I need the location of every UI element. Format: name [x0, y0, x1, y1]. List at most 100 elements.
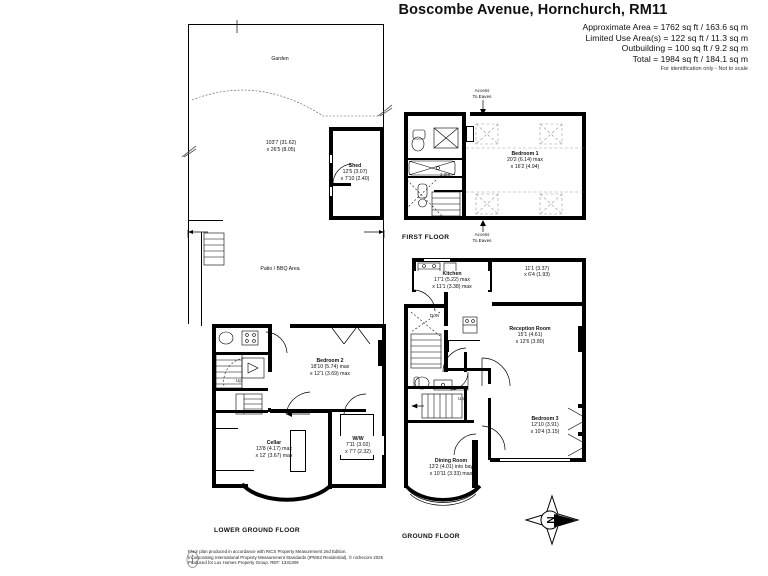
access-top-line1: Access	[474, 88, 490, 93]
lg-door-ww	[343, 393, 367, 415]
bedroom3-label-group: Bedroom 3 12'10 (3.91) x 10'4 (3.15)	[512, 416, 578, 435]
dining-dim-line1: 13'2 (4.01) into bay	[428, 464, 474, 471]
kitchen-dim-line2: x 11'1 (3.38) max	[432, 283, 472, 290]
area-summary: Approximate Area = 1762 sq ft / 163.6 sq…	[398, 22, 748, 64]
cellar-dim-line2: x 12' (3.67) max	[255, 452, 293, 459]
lg-bedroom2-bay-doors	[331, 327, 371, 345]
shed-door-jamb	[333, 183, 351, 186]
garden-dimension-arrows	[187, 230, 385, 238]
lg-bay-window	[240, 482, 334, 502]
access-to-eaves-top: Access To Eaves	[452, 88, 512, 99]
shed-dim-line2: x 7'10 (2.40)	[340, 175, 370, 182]
lg-bathroom-fixtures	[218, 330, 259, 346]
lg-partition-horiz3	[216, 410, 268, 413]
shed-dim-line1: 12'5 (3.07)	[342, 169, 368, 176]
lg-up-label: Up	[236, 378, 242, 383]
gf-wall-left-top	[404, 304, 448, 308]
reception-dim-line2: x 12'6 (3.80)	[515, 338, 545, 345]
gf-bedroom3-bay-doors	[567, 407, 587, 457]
gf-door-dining	[453, 433, 477, 456]
lg-door-bedroom2	[265, 331, 288, 354]
lg-cellar-mark-b	[216, 470, 254, 471]
gf-partition-stairs-right	[464, 386, 467, 422]
gf-partition-bedroom3-left	[488, 398, 491, 460]
lg-wall-right-mid	[382, 386, 386, 412]
bedroom1-label: Bedroom 1	[511, 151, 539, 157]
bedroom3-dim-line2: x 10'4 (3.15)	[530, 428, 560, 435]
gf-wall-kitchen-right	[488, 258, 492, 292]
bedroom1-dim-line2: x 16'2 (4.94)	[510, 163, 540, 170]
gf-counter-line	[448, 340, 480, 341]
area-approximate: Approximate Area = 1762 sq ft / 163.6 sq…	[582, 22, 748, 32]
page-title: Boscombe Avenue, Hornchurch, RM11	[398, 2, 668, 18]
gf-bay-right	[578, 326, 586, 352]
garden-label: Garden	[271, 56, 289, 62]
ff-wall-bottom	[404, 216, 586, 220]
patio-bbq-label: Patio / BBQ Area	[260, 266, 300, 272]
garden-path-arc	[191, 89, 380, 117]
gf-kitchen-window	[424, 258, 450, 262]
area-outbuilding: Outbuilding = 100 sq ft / 9.2 sq m	[621, 43, 748, 54]
bedroom1-label-group: Bedroom 1 20'2 (6.14) max x 16'2 (4.94)	[492, 151, 558, 170]
ff-wall-left	[404, 112, 408, 220]
shed-window-lower	[329, 187, 333, 196]
lg-wall-bottom-right	[330, 484, 386, 488]
garden-dimensions: 103'7 (31.62) x 26'5 (8.05)	[246, 140, 316, 153]
gf-wall-left-upper	[404, 304, 408, 368]
lg-wall-right-lower	[382, 408, 386, 488]
lower-ground-floor-name: LOWER GROUND FLOOR	[214, 527, 300, 534]
garden-wall-right-upper	[383, 24, 384, 127]
lg-wall-left-lower	[212, 420, 216, 488]
lg-partition-horiz	[216, 352, 268, 355]
lg-door-hall	[285, 391, 311, 417]
gf-dining-partition	[472, 440, 478, 488]
gf-counter-edge	[448, 340, 449, 352]
gf-partition-wc	[404, 386, 468, 389]
ff-bath-tub	[408, 160, 456, 176]
shed-label-group: Shed 12'5 (3.07) x 7'10 (2.40)	[326, 163, 384, 182]
lg-partition-ww-top	[332, 409, 366, 412]
gf-door-kitchen	[413, 289, 436, 312]
lg-partition-horiz2	[216, 388, 268, 391]
gf-wc-fixtures	[413, 376, 430, 390]
gf-door-hall	[442, 347, 467, 373]
gf-wall-utility-top	[492, 258, 586, 262]
area-limited-use: Limited Use Area(s) = 122 sq ft / 11.3 s…	[585, 32, 748, 43]
gf-up-label: Up	[458, 396, 464, 401]
garden-wall-bottom-left	[188, 220, 223, 221]
ground-floor-name: GROUND FLOOR	[402, 533, 460, 540]
gf-wall-left-lower	[404, 420, 408, 488]
shed-wall-left-a	[329, 127, 333, 155]
dining-label: Dining Room	[434, 458, 468, 464]
disclaimer-text: For identification only - Not to scale	[660, 66, 748, 72]
access-to-eaves-bottom: Access To Eaves	[452, 232, 512, 243]
gf-door-reception	[481, 357, 511, 387]
access-bottom-line2: To Eaves	[472, 237, 492, 243]
dining-label-group: Dining Room 13'2 (4.01) into bay x 10'11…	[408, 458, 494, 477]
ff-wall-top-right	[470, 112, 586, 116]
reception-label-group: Reception Room 15'1 (4.61) x 12'6 (3.80)	[494, 326, 566, 345]
footer-disclaimer: Floor plan produced in accordance with R…	[188, 549, 608, 566]
shed-wall-right	[380, 127, 384, 220]
lg-cellar-mark-a	[216, 428, 238, 429]
ff-wc-fixtures	[417, 183, 428, 208]
ww-dim-line1: 7'11 (3.02)	[345, 442, 371, 449]
ff-wall-right	[582, 112, 586, 220]
gf-door-bedroom3	[481, 425, 506, 451]
gf-partition-mid	[464, 352, 467, 372]
shed-wall-top	[329, 127, 384, 131]
gf-wall-left-mid	[404, 364, 408, 424]
reception-dim-line1: 15'1 (4.61)	[517, 332, 543, 339]
shed-window-upper	[329, 155, 333, 163]
gf-wall-utility-right	[582, 258, 586, 306]
gf-wall-utility-bottom	[492, 302, 586, 306]
kitchen-label: Kitchen	[442, 271, 462, 277]
lg-partition-vert-upper	[268, 324, 272, 372]
ff-bathroom-fixtures	[411, 127, 459, 152]
bedroom2-dim-line2: x 12'1 (3.69) max	[310, 370, 350, 377]
gf-bay-top-stub	[578, 404, 586, 408]
shed-door-swing	[332, 163, 352, 185]
ff-partition-bath	[404, 176, 462, 178]
gf-dining-bay-window	[404, 484, 482, 506]
